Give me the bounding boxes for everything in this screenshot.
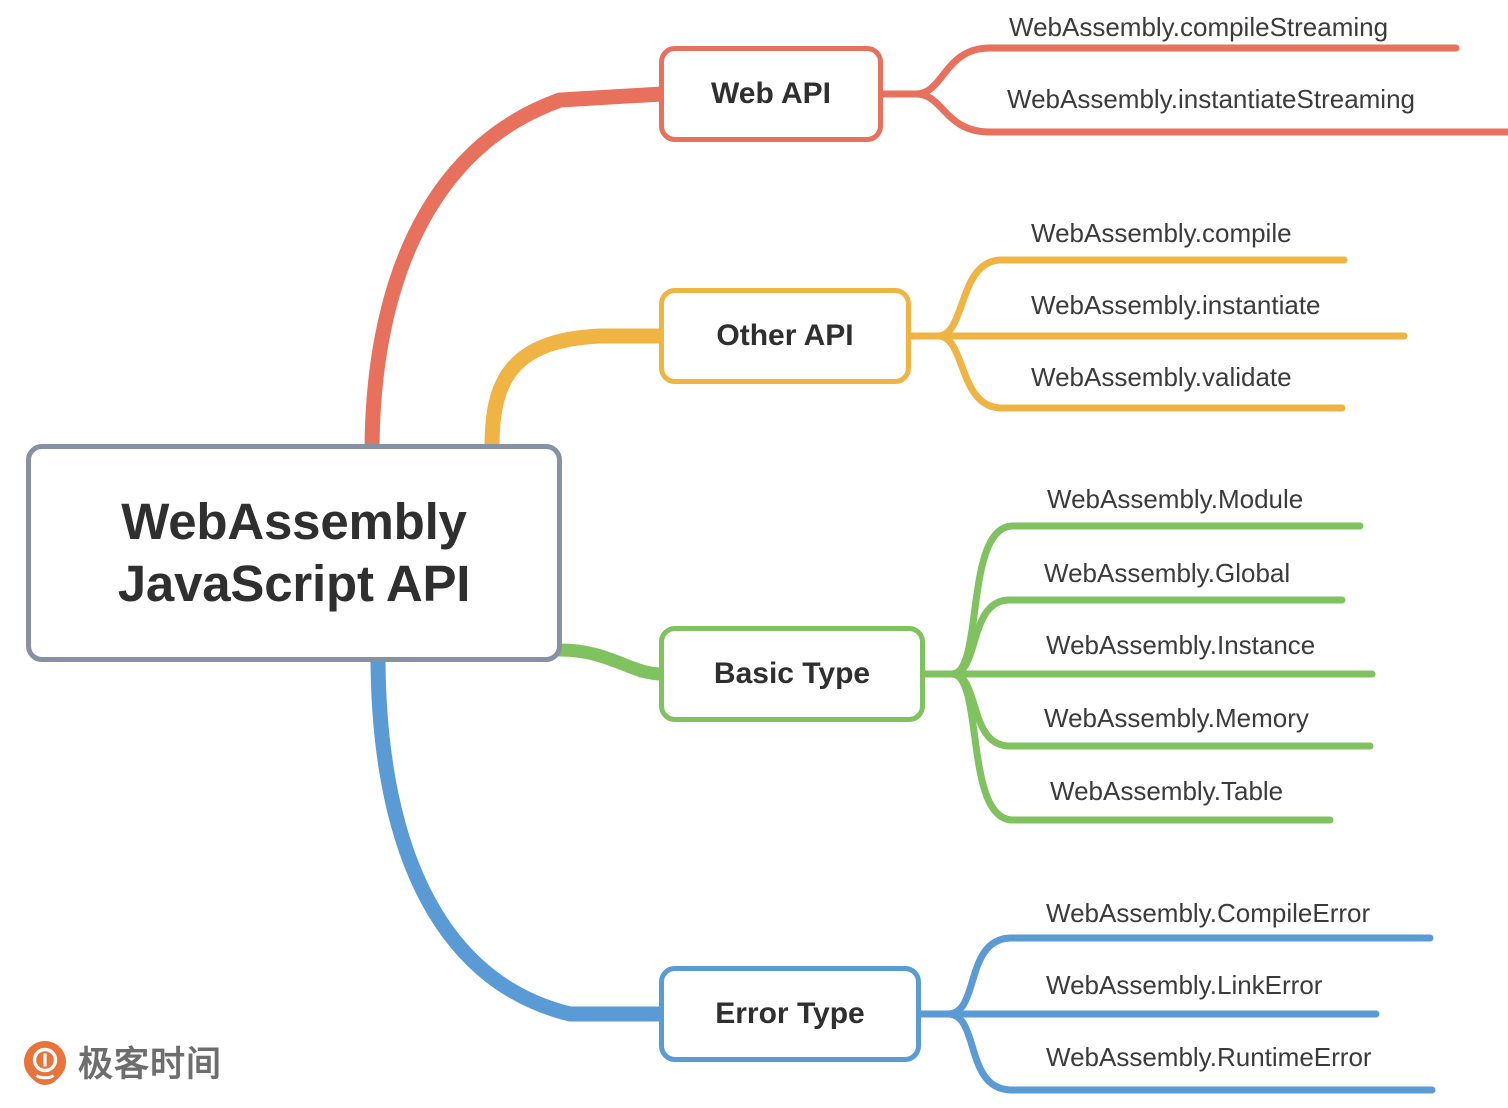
leaf-edge-compile: [934, 256, 1348, 340]
leaf-edge-Table: [948, 670, 1334, 824]
geektime-logo-text: 极客时间: [78, 1045, 223, 1085]
leaf-label-validate[interactable]: WebAssembly.validate: [1031, 362, 1292, 392]
leaf-label-compile[interactable]: WebAssembly.compile: [1031, 218, 1292, 248]
leaf-label-LinkError[interactable]: WebAssembly.LinkError: [1046, 970, 1323, 1000]
leaf-label-CompileError[interactable]: WebAssembly.CompileError: [1046, 898, 1371, 928]
category-node-error-type[interactable]: Error Type: [659, 966, 921, 1062]
leaf-label-Table[interactable]: WebAssembly.Table: [1050, 776, 1284, 806]
geektime-watermark: 极客时间: [22, 1036, 222, 1087]
leaf-label-RuntimeError[interactable]: WebAssembly.RuntimeError: [1046, 1042, 1372, 1072]
branch-curve-error-type: [370, 648, 670, 1022]
category-node-basic-type[interactable]: Basic Type: [659, 626, 925, 722]
root-node-label-line1: WebAssembly: [121, 492, 467, 550]
leaf-label-instantiate[interactable]: WebAssembly.instantiate: [1031, 290, 1321, 320]
leaf-label-compileStreaming[interactable]: WebAssembly.compileStreaming: [1009, 12, 1389, 42]
leaf-edge-instantiateStreaming: [912, 90, 1508, 136]
category-node-other-api[interactable]: Other API: [659, 288, 911, 384]
leaf-edge-RuntimeError: [944, 1010, 1436, 1094]
leaf-label-Global[interactable]: WebAssembly.Global: [1044, 558, 1291, 588]
leaf-label-instantiateStreaming[interactable]: WebAssembly.instantiateStreaming: [1007, 84, 1416, 114]
leaf-label-Module[interactable]: WebAssembly.Module: [1047, 484, 1304, 514]
branch-curve-web-api: [364, 86, 670, 460]
root-node-label-line2: JavaScript API: [117, 555, 471, 612]
category-label-web-api: Web API: [710, 77, 831, 110]
leaf-edge-validate: [934, 332, 1346, 412]
branch-curve-other-api: [484, 328, 670, 454]
root-node-label: WebAssembly JavaScript API: [117, 491, 471, 615]
category-label-basic-type: Basic Type: [713, 657, 871, 690]
category-label-other-api: Other API: [716, 319, 854, 352]
geektime-logo-icon: [22, 1039, 68, 1085]
leaf-label-Memory[interactable]: WebAssembly.Memory: [1044, 703, 1309, 733]
category-label-error-type: Error Type: [715, 997, 865, 1030]
leaf-edge-CompileError: [944, 934, 1434, 1018]
leaf-label-Instance[interactable]: WebAssembly.Instance: [1046, 630, 1316, 660]
root-node[interactable]: WebAssembly JavaScript API: [26, 444, 562, 662]
category-node-web-api[interactable]: Web API: [659, 46, 883, 142]
branch-curve-basic-type: [553, 643, 669, 681]
